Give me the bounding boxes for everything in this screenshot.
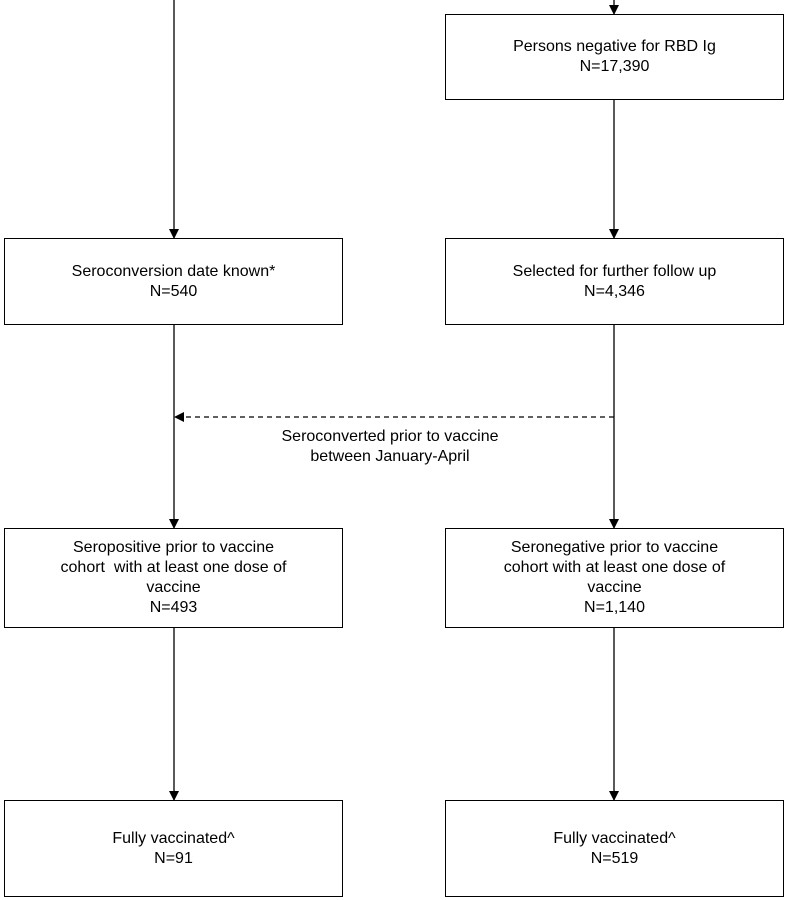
persons-negative-count: N=17,390 (579, 58, 650, 75)
selected-followup-count: N=4,346 (584, 282, 645, 300)
seroconversion-known-count: N=540 (149, 282, 198, 300)
seronegative-cohort-box: Seronegative prior to vaccine cohort wit… (445, 528, 784, 628)
fully-vaccinated-left-box: Fully vaccinated^ N=91 (4, 800, 343, 897)
seronegative-cohort-line1: Seronegative prior to vaccine (510, 539, 719, 556)
fully-vaccinated-left-text: Fully vaccinated^ N=91 (94, 829, 252, 869)
seropositive-cohort-count: N=493 (149, 599, 198, 616)
seropositive-cohort-line1: Seropositive prior to vaccine (73, 539, 274, 556)
seroconverted-line2: between January-April (310, 448, 470, 465)
selected-followup-box: Selected for further follow up N=4,346 (445, 238, 784, 325)
selected-followup-text: Selected for further follow up N=4,346 (495, 262, 735, 302)
seronegative-cohort-count: N=1,140 (584, 599, 645, 616)
fully-vaccinated-left-label: Fully vaccinated^ (112, 829, 235, 847)
seronegative-cohort-line3: vaccine (587, 579, 642, 596)
fully-vaccinated-right-box: Fully vaccinated^ N=519 (445, 800, 784, 897)
seronegative-cohort-line2: cohort with at least one dose of (503, 559, 726, 576)
fully-vaccinated-right-label: Fully vaccinated^ (553, 829, 676, 847)
seropositive-cohort-line2: cohort with at least one dose of (60, 559, 287, 576)
seroconversion-known-text: Seroconversion date known* N=540 (54, 262, 294, 302)
seropositive-cohort-box: Seropositive prior to vaccine cohort wit… (4, 528, 343, 628)
fully-vaccinated-left-count: N=91 (154, 849, 193, 867)
persons-negative-box: Persons negative for RBD Ig N=17,390 (445, 14, 784, 100)
seronegative-cohort-text: Seronegative prior to vaccine cohort wit… (486, 538, 743, 618)
fully-vaccinated-right-text: Fully vaccinated^ N=519 (535, 829, 693, 869)
seroconversion-known-box: Seroconversion date known* N=540 (4, 238, 343, 325)
persons-negative-text: Persons negative for RBD Ig N=17,390 (495, 37, 734, 77)
selected-followup-label: Selected for further follow up (512, 262, 717, 280)
fully-vaccinated-right-count: N=519 (590, 849, 639, 867)
seroconverted-line1: Seroconverted prior to vaccine (281, 428, 499, 445)
seropositive-cohort-text: Seropositive prior to vaccine cohort wit… (43, 538, 305, 618)
persons-negative-label: Persons negative for RBD Ig (513, 38, 716, 55)
seropositive-cohort-line3: vaccine (146, 579, 201, 596)
seroconversion-known-label: Seroconversion date known* (71, 262, 276, 280)
seroconverted-annotation: Seroconverted prior to vaccine between J… (220, 427, 560, 467)
